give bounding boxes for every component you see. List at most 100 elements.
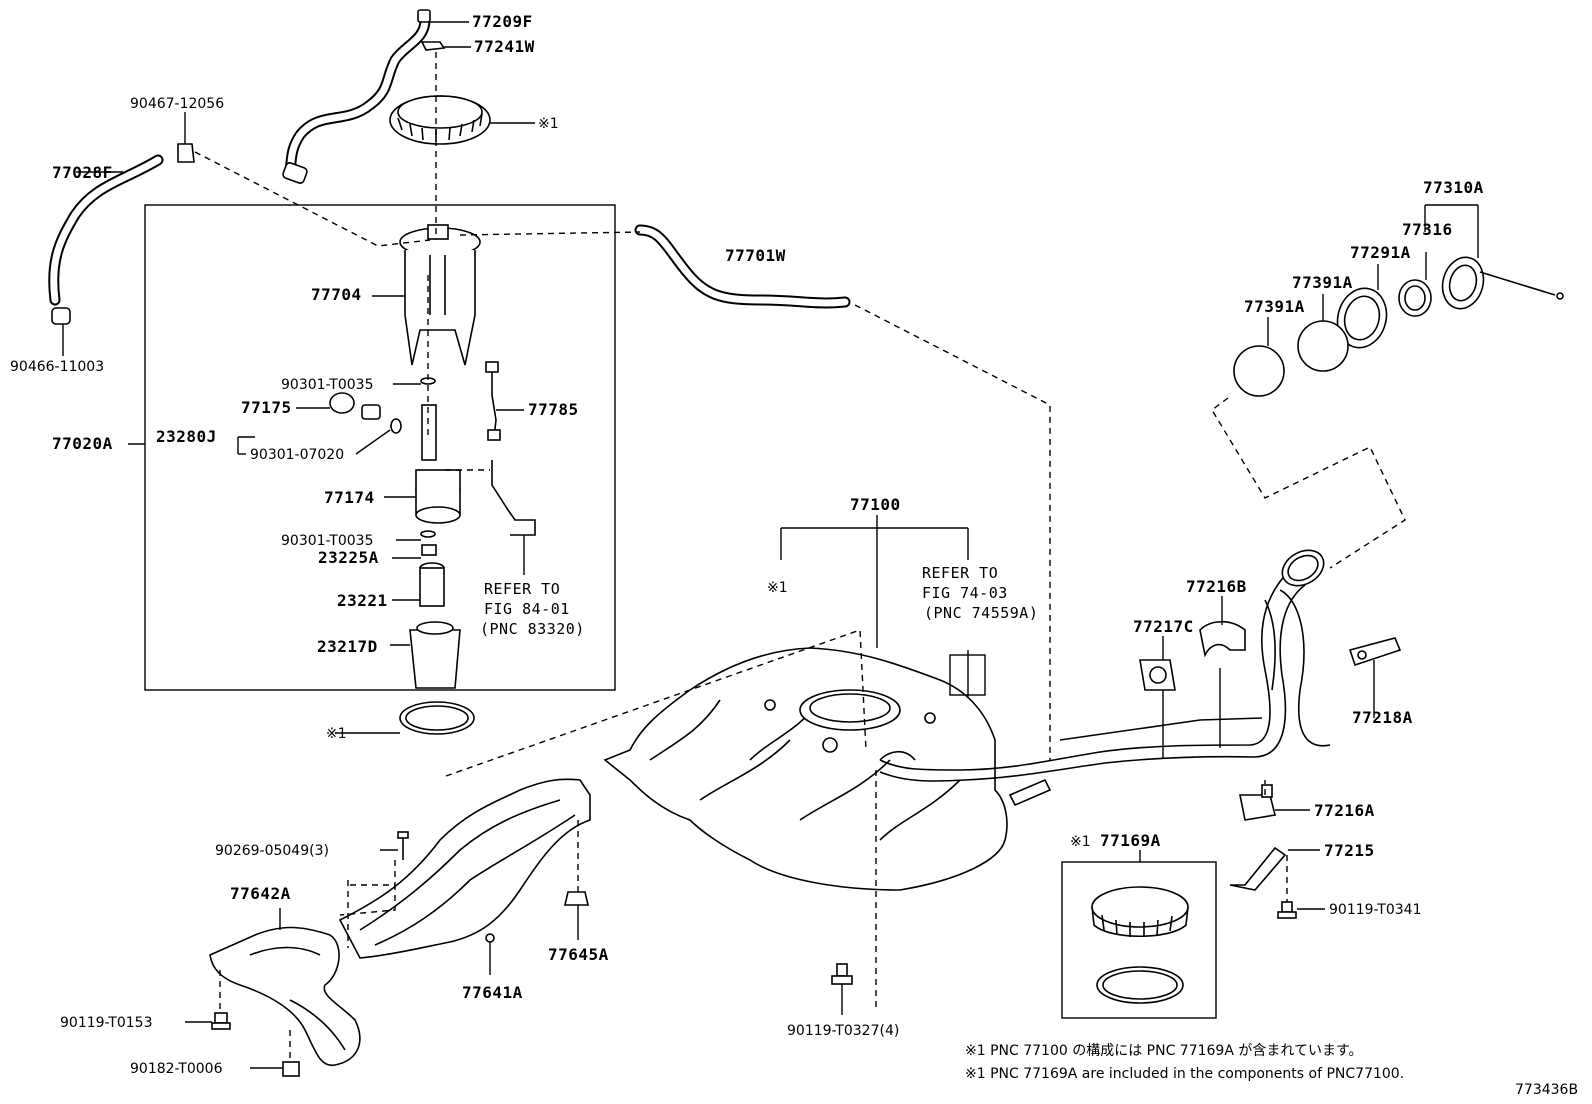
label-23221: 23221 bbox=[337, 591, 388, 610]
label-77100: 77100 bbox=[850, 495, 901, 514]
label-90119-T0153: 90119-T0153 bbox=[60, 1015, 152, 1031]
footnote-en: ※1 PNC 77169A are included in the compon… bbox=[965, 1066, 1404, 1082]
protector-77641A bbox=[338, 778, 591, 959]
gasket-77316 bbox=[1398, 279, 1432, 317]
clip-77645A bbox=[563, 891, 590, 906]
label-77169A-prefix: ※1 bbox=[1070, 834, 1091, 850]
hose-77701W bbox=[634, 224, 851, 309]
label-90301-T0035-b: 90301-T0035 bbox=[281, 533, 373, 549]
label-refer1-line3: (PNC 83320) bbox=[480, 620, 585, 638]
gasket-77169A bbox=[1096, 966, 1184, 1004]
labels: 77209F 77241W 90467-12056 ※1 77028F 9046… bbox=[10, 12, 1578, 1098]
label-refer1-line2: FIG 84-01 bbox=[484, 600, 570, 618]
hose-77028F bbox=[48, 154, 164, 325]
label-note1-tank: ※1 bbox=[767, 580, 788, 596]
fuel-pump-bracket-77704 bbox=[399, 224, 481, 366]
fuel-cap-77310A bbox=[1441, 256, 1564, 310]
ring-77291A bbox=[1336, 287, 1388, 349]
disc-77391A-b bbox=[1297, 320, 1349, 372]
label-77316: 77316 bbox=[1402, 220, 1453, 239]
fuel-tank-77100 bbox=[603, 647, 1008, 891]
label-23225A: 23225A bbox=[318, 548, 379, 567]
label-77215: 77215 bbox=[1324, 841, 1375, 860]
label-77391A-b: 77391A bbox=[1292, 273, 1353, 292]
label-77645A: 77645A bbox=[548, 945, 609, 964]
pump-77174 bbox=[415, 404, 461, 524]
disc-77391A-a bbox=[1233, 345, 1285, 397]
figure-code: 773436B bbox=[1515, 1082, 1578, 1098]
label-77169A: 77169A bbox=[1100, 831, 1161, 850]
label-refer2-line2: FIG 74-03 bbox=[922, 584, 1008, 602]
label-90467-12056: 90467-12056 bbox=[130, 96, 224, 112]
label-77217C: 77217C bbox=[1133, 617, 1194, 636]
label-90269-05049: 90269-05049(3) bbox=[215, 843, 329, 859]
label-90301-07020: 90301-07020 bbox=[250, 447, 344, 463]
label-77216A: 77216A bbox=[1314, 801, 1375, 820]
label-90301-T0035-a: 90301-T0035 bbox=[281, 377, 373, 393]
label-77785: 77785 bbox=[528, 400, 579, 419]
label-77704: 77704 bbox=[311, 285, 362, 304]
label-77291A: 77291A bbox=[1350, 243, 1411, 262]
label-77241W: 77241W bbox=[474, 37, 535, 56]
label-90466-11003: 90466-11003 bbox=[10, 359, 104, 375]
strainer-23217D bbox=[409, 621, 461, 689]
label-90119-T0327: 90119-T0327(4) bbox=[787, 1023, 899, 1039]
clamp-77216A bbox=[1239, 784, 1276, 821]
bolt-90119-T0153 bbox=[211, 1012, 231, 1030]
check-valve bbox=[1008, 778, 1052, 807]
sender-arm bbox=[491, 460, 536, 536]
label-77020A: 77020A bbox=[52, 434, 113, 453]
label-77175: 77175 bbox=[241, 398, 292, 417]
label-refer1-line1: REFER TO bbox=[484, 580, 560, 598]
filler-pipe bbox=[879, 549, 1331, 782]
protector-77642A bbox=[209, 926, 361, 1066]
bracket-77215 bbox=[1229, 846, 1287, 891]
gasket-77169A-inner bbox=[1102, 970, 1178, 1000]
label-refer2-line1: REFER TO bbox=[922, 564, 998, 582]
bracket-77217C bbox=[1139, 659, 1176, 691]
bolt-90119-T0341 bbox=[1277, 901, 1297, 919]
retainer-ring-top bbox=[389, 95, 491, 145]
label-77216B: 77216B bbox=[1186, 577, 1247, 596]
label-77391A-a: 77391A bbox=[1244, 297, 1305, 316]
label-90182-T0006: 90182-T0006 bbox=[130, 1061, 223, 1077]
gasket-77316-inner bbox=[1404, 285, 1426, 311]
filter-23221 bbox=[419, 562, 445, 607]
label-77209F: 77209F bbox=[472, 12, 533, 31]
label-23217D: 23217D bbox=[317, 637, 378, 656]
bracket-77216B bbox=[1199, 620, 1246, 658]
breather-bend bbox=[879, 750, 916, 761]
oring-b bbox=[420, 530, 436, 538]
label-note1-left: ※1 bbox=[326, 726, 347, 742]
label-77028F: 77028F bbox=[52, 163, 113, 182]
label-77642A: 77642A bbox=[230, 884, 291, 903]
clamp-90467-12056 bbox=[177, 112, 195, 163]
footnote-jp: ※1 PNC 77100 の構成には PNC 77169A が含まれています。 bbox=[965, 1043, 1363, 1059]
label-77174: 77174 bbox=[324, 488, 375, 507]
label-refer2-line3: (PNC 74559A) bbox=[924, 604, 1038, 622]
label-77701W: 77701W bbox=[725, 246, 786, 265]
clip-77241W bbox=[420, 41, 446, 51]
label-90119-T0341: 90119-T0341 bbox=[1329, 902, 1421, 918]
dashed-lines bbox=[194, 52, 1406, 1062]
bracket-77218A bbox=[1348, 637, 1402, 667]
label-23280J: 23280J bbox=[156, 427, 217, 446]
ring-77169A bbox=[1091, 886, 1189, 937]
breather-hose-77209F bbox=[282, 9, 431, 184]
sender-77785 bbox=[485, 361, 501, 441]
pump-assembly-box bbox=[144, 204, 616, 691]
bolt-90269-05049 bbox=[397, 831, 409, 860]
nut-90182-T0006 bbox=[282, 1061, 300, 1077]
label-77218A: 77218A bbox=[1352, 708, 1413, 727]
label-note1-top: ※1 bbox=[538, 116, 559, 132]
cushion-23225A bbox=[421, 544, 437, 556]
gasket-left-inner bbox=[405, 705, 469, 731]
label-77641A: 77641A bbox=[462, 983, 523, 1002]
bolt-90119-T0327 bbox=[831, 963, 853, 985]
filter-77175 bbox=[329, 392, 402, 434]
label-77310A: 77310A bbox=[1423, 178, 1484, 197]
leader-lines bbox=[62, 21, 1479, 1069]
gasket-left bbox=[399, 701, 475, 735]
